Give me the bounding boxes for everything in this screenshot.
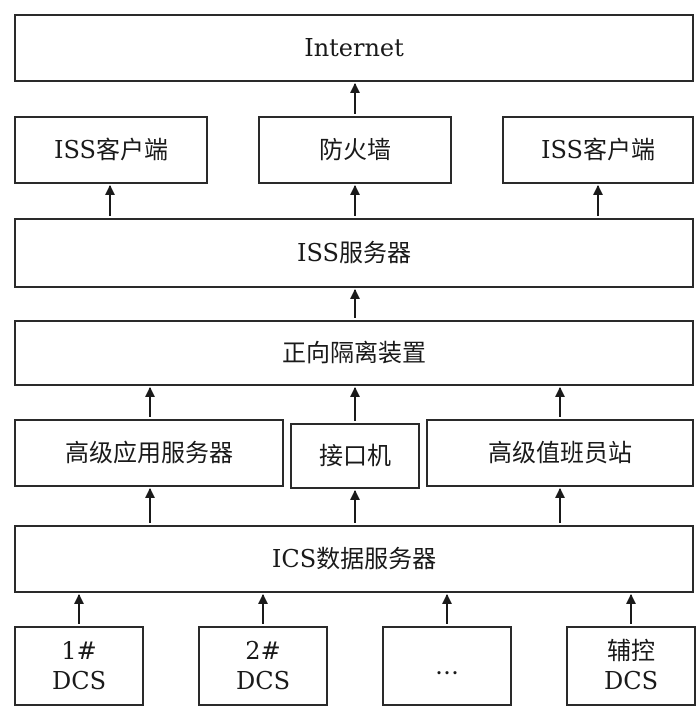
interface-machine-node: 接口机: [290, 423, 420, 489]
iss-client-right-label: ISS客户端: [541, 136, 655, 164]
internet-node: Internet: [14, 14, 694, 82]
dcs2-line2: DCS: [235, 667, 291, 695]
dcs2-node: 2# DCS: [198, 626, 328, 706]
dcs1-node: 1# DCS: [14, 626, 144, 706]
senior-duty-station-label: 高级值班员站: [488, 439, 632, 467]
ics-data-server-label: ICS数据服务器: [271, 545, 437, 573]
senior-duty-station-node: 高级值班员站: [426, 419, 694, 487]
aux-dcs-line2: DCS: [603, 667, 659, 695]
iss-client-left-node: ISS客户端: [14, 116, 208, 184]
firewall-node: 防火墙: [258, 116, 452, 184]
iss-server-node: ISS服务器: [14, 218, 694, 288]
dcs1-line2: DCS: [51, 667, 107, 695]
dcs2-line1: 2#: [245, 637, 281, 665]
forward-isolation-label: 正向隔离装置: [282, 339, 426, 367]
aux-dcs-node: 辅控 DCS: [566, 626, 696, 706]
aux-dcs-line1: 辅控: [607, 637, 655, 665]
iss-server-label: ISS服务器: [297, 239, 411, 267]
iss-client-left-label: ISS客户端: [54, 136, 168, 164]
ellipsis-node: …: [382, 626, 512, 706]
iss-client-right-node: ISS客户端: [502, 116, 694, 184]
forward-isolation-node: 正向隔离装置: [14, 320, 694, 386]
dcs1-line1: 1#: [61, 637, 97, 665]
advanced-app-server-node: 高级应用服务器: [14, 419, 284, 487]
ellipsis-label: …: [435, 652, 459, 680]
advanced-app-server-label: 高级应用服务器: [65, 439, 233, 467]
ics-data-server-node: ICS数据服务器: [14, 525, 694, 593]
firewall-label: 防火墙: [319, 136, 391, 164]
interface-machine-label: 接口机: [319, 442, 391, 470]
internet-label: Internet: [304, 34, 404, 62]
